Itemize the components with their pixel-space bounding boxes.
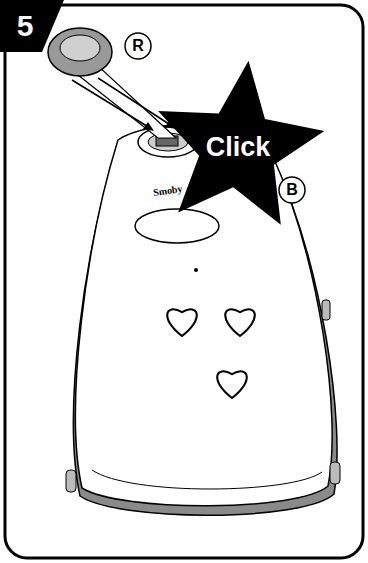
motion-arrow [98, 78, 172, 126]
clip-ring [48, 28, 112, 76]
badge-fill [0, 0, 64, 52]
callout-letter: B [286, 181, 298, 199]
heart-button [225, 309, 255, 336]
heart-button [217, 371, 247, 398]
star-fill [158, 61, 324, 225]
display-window [135, 209, 219, 243]
microphone-hole [194, 268, 198, 272]
heart-button [167, 309, 197, 336]
side-clip [66, 470, 76, 492]
callout-circle [125, 33, 151, 59]
device-edge [92, 470, 322, 489]
callout-circle [279, 177, 305, 203]
clip-ring-hole [60, 35, 100, 61]
step-badge: 5 [0, 0, 64, 52]
step-number: 5 [17, 9, 48, 43]
callout-letter: R [132, 37, 144, 55]
arrow-head [143, 122, 154, 131]
side-button [322, 300, 330, 320]
click-star: Click [150, 58, 326, 226]
side-clip [330, 462, 340, 484]
click-text: Click [206, 122, 271, 163]
panel-frame [5, 5, 363, 558]
